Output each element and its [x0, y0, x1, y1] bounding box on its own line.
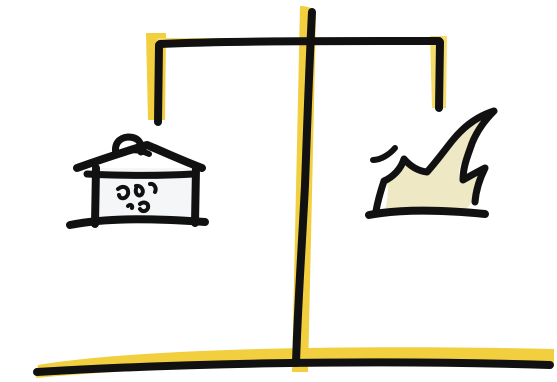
scale-top-beam: [156, 37, 443, 48]
scale-ink-strokes: [33, 8, 554, 376]
house-icon: [66, 133, 209, 229]
scale-base-line: [33, 358, 554, 376]
flame-icon: [365, 107, 498, 219]
scale-left-hanger: [154, 41, 163, 126]
scale-right-hanger: [435, 38, 444, 112]
scale-center-post: [292, 8, 316, 367]
